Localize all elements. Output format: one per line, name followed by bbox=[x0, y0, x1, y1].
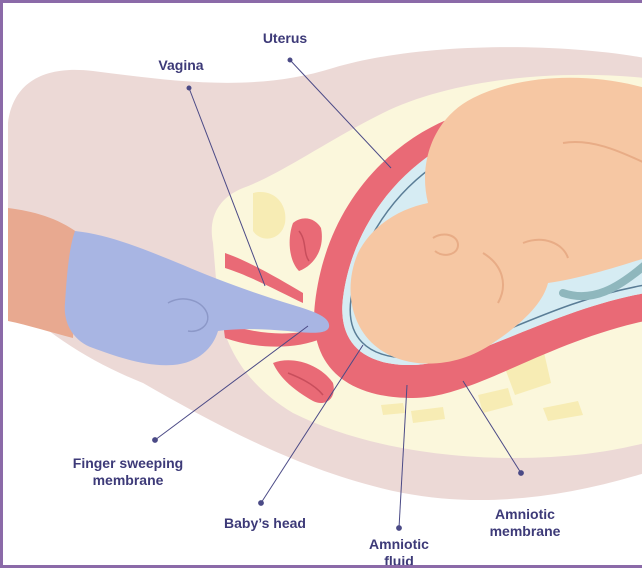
label-finger-sweeping-membrane: Finger sweeping membrane bbox=[58, 455, 198, 489]
label-uterus: Uterus bbox=[255, 30, 315, 47]
label-amniotic-fluid: Amniotic fluid bbox=[359, 536, 439, 568]
label-vagina: Vagina bbox=[146, 57, 216, 74]
label-amniotic-membrane: Amniotic membrane bbox=[475, 506, 575, 540]
label-babys-head: Baby’s head bbox=[210, 515, 320, 532]
